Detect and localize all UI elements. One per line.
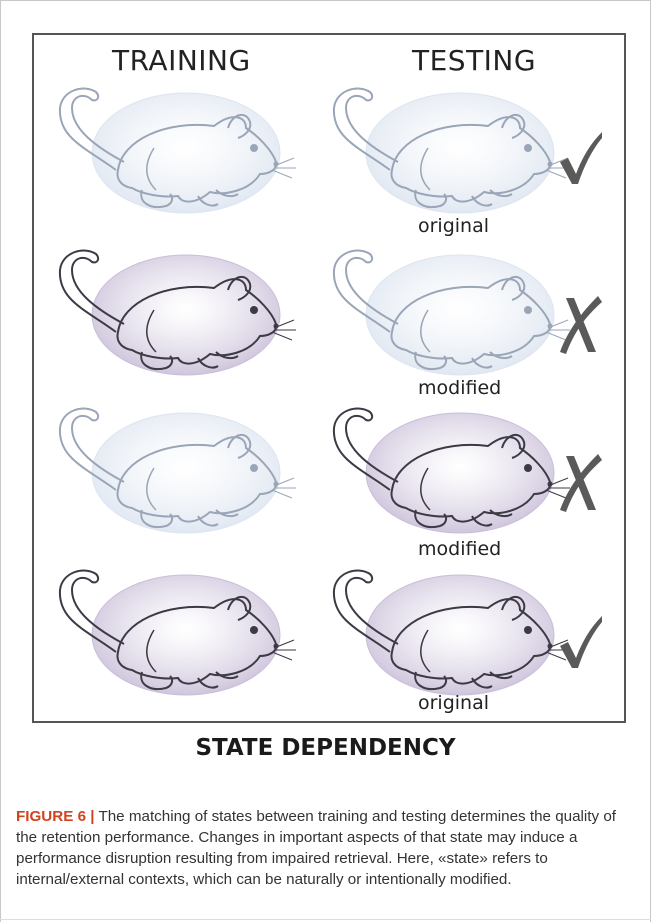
result-mark-row-3 — [556, 450, 604, 521]
testing-rat-row-1 — [320, 78, 570, 218]
bottom-divider — [0, 919, 651, 920]
training-rat-row-2 — [46, 240, 296, 380]
x-mark-icon — [556, 345, 604, 362]
testing-rat-row-4 — [320, 560, 570, 700]
training-rat-row-4 — [46, 560, 296, 700]
testing-column-heading: TESTING — [412, 44, 536, 77]
testing-label-row-3: modified — [418, 538, 501, 560]
training-rat-row-3 — [46, 398, 296, 538]
result-mark-row-4 — [556, 612, 604, 677]
testing-rat-row-2 — [320, 240, 570, 380]
caption-label: FIGURE 6 | — [16, 808, 95, 825]
testing-label-row-4: original — [418, 692, 489, 714]
testing-label-row-2: modified — [418, 377, 501, 399]
checkmark-icon — [556, 659, 604, 676]
figure-caption: FIGURE 6 | The matching of states betwee… — [16, 806, 638, 890]
checkmark-icon — [556, 175, 604, 192]
training-column-heading: TRAINING — [112, 44, 251, 77]
result-mark-row-1 — [556, 128, 604, 193]
caption-text: The matching of states between training … — [16, 808, 616, 888]
training-rat-row-1 — [46, 78, 296, 218]
testing-label-row-1: original — [418, 215, 489, 237]
result-mark-row-2 — [556, 292, 604, 363]
testing-rat-row-3 — [320, 398, 570, 538]
figure-footer-title: STATE DEPENDENCY — [0, 735, 651, 761]
x-mark-icon — [556, 503, 604, 520]
